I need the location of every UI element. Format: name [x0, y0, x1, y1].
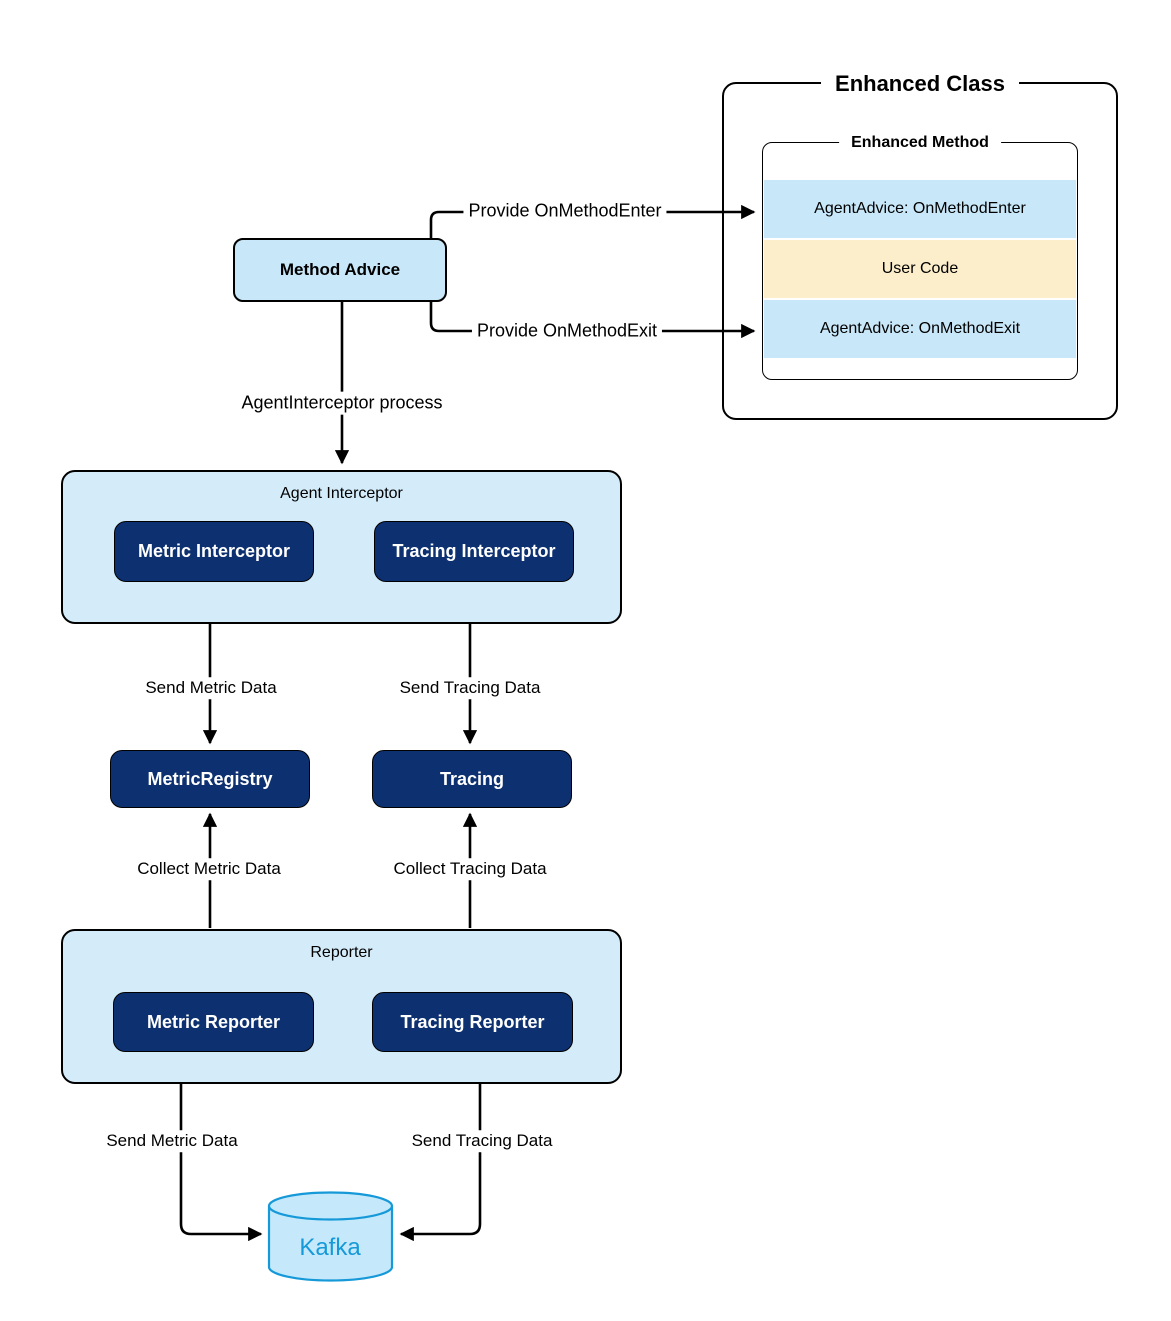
edge-label-send-tracing-to-tracing: Send Tracing Data	[394, 677, 546, 699]
enhanced-class-box: Enhanced Class Enhanced Method AgentAdvi…	[722, 71, 1118, 420]
edge-label-send-metric-to-registry: Send Metric Data	[140, 677, 282, 699]
tracing-interceptor-node: Tracing Interceptor	[374, 521, 574, 582]
row-agentadvice-onmethodenter: AgentAdvice: OnMethodEnter	[764, 180, 1076, 238]
enhanced-method-title: Enhanced Method	[839, 134, 1001, 152]
edge-label-send-metric-to-kafka: Send Metric Data	[101, 1130, 243, 1152]
row-agentadvice-onmethodexit: AgentAdvice: OnMethodExit	[764, 300, 1076, 358]
edge-send-metric-to-kafka	[179, 1081, 263, 1242]
edge-label-collect-metric: Collect Metric Data	[132, 858, 286, 880]
agent-interceptor-container: Agent Interceptor Metric Interceptor Tra…	[61, 470, 622, 624]
edge-provide-onmethodenter	[429, 204, 756, 239]
edge-label-send-tracing-to-kafka: Send Tracing Data	[406, 1130, 558, 1152]
enhanced-method-box: Enhanced Method AgentAdvice: OnMethodEnt…	[762, 134, 1078, 380]
tracing-node: Tracing	[372, 750, 572, 808]
metric-reporter-node: Metric Reporter	[113, 992, 314, 1052]
kafka-cylinder-shape	[267, 1191, 394, 1282]
method-advice-node: Method Advice	[233, 238, 447, 302]
tracing-reporter-node: Tracing Reporter	[372, 992, 573, 1052]
metric-interceptor-node: Metric Interceptor	[114, 521, 314, 582]
metricregistry-node: MetricRegistry	[110, 750, 310, 808]
edge-label-collect-tracing: Collect Tracing Data	[388, 858, 552, 880]
kafka-node-label: Kafka	[299, 1234, 361, 1261]
agent-interceptor-title: Agent Interceptor	[280, 485, 403, 502]
edge-send-tracing-to-kafka	[399, 1081, 482, 1242]
edge-label-agentinterceptor-process: AgentInterceptor process	[236, 391, 448, 415]
reporter-container: Reporter Metric Reporter Tracing Reporte…	[61, 929, 622, 1084]
row-user-code: User Code	[764, 240, 1076, 298]
reporter-title: Reporter	[310, 944, 373, 961]
edge-label-provide-onmethodexit: Provide OnMethodExit	[471, 319, 663, 343]
edge-provide-onmethodexit	[429, 297, 756, 339]
edge-label-provide-onmethodenter: Provide OnMethodEnter	[463, 199, 667, 223]
enhanced-class-title: Enhanced Class	[821, 71, 1019, 97]
